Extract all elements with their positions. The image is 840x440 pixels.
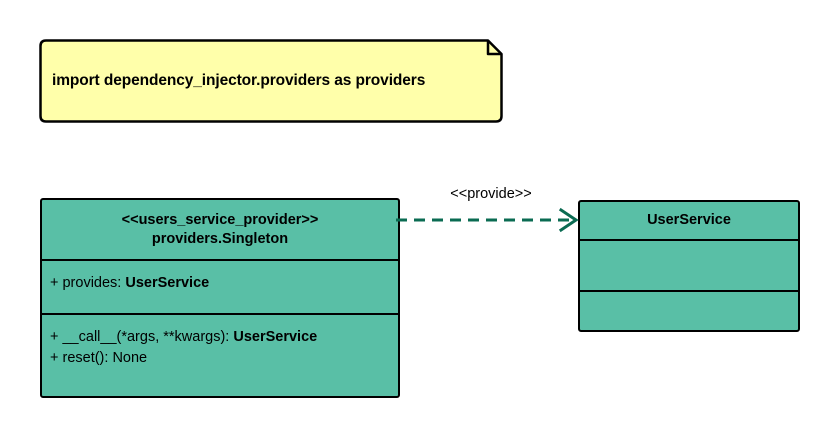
operation-label: + reset(): None [50,350,148,366]
connector-provide[interactable]: <<provide>> [396,186,586,234]
note-import[interactable]: import dependency_injector.providers as … [38,38,504,124]
attribute-row: + provides: UserService [50,273,390,294]
class-operations-compartment [580,290,798,329]
note-text: import dependency_injector.providers as … [52,72,426,89]
operation-type: UserService [233,329,318,345]
class-box-user-service[interactable]: UserService [578,200,800,332]
class-name: providers.Singleton [151,230,289,247]
connector-label: <<provide>> [450,186,532,202]
operation-label: + __call__(*args, **kwargs): [50,329,234,345]
operation-row: + reset(): None [50,348,390,369]
attribute-type: UserService [125,275,210,291]
class-attributes-compartment [580,239,798,290]
class-box-users-service-provider[interactable]: <<users_service_provider>> providers.Sin… [40,198,400,398]
class-stereotype: <<users_service_provider>> [121,211,319,228]
class-header-user-service: UserService [580,202,798,239]
class-name: UserService [647,212,731,228]
attribute-label: + provides: [50,275,126,291]
class-attributes-compartment: + provides: UserService [42,259,398,313]
note-shape-icon [39,39,503,123]
class-operations-compartment: + __call__(*args, **kwargs): UserService… [42,313,398,395]
operation-row: + __call__(*args, **kwargs): UserService [50,327,390,348]
class-header-users-service-provider: <<users_service_provider>> providers.Sin… [42,200,398,259]
dashed-arrow-icon [396,207,579,233]
